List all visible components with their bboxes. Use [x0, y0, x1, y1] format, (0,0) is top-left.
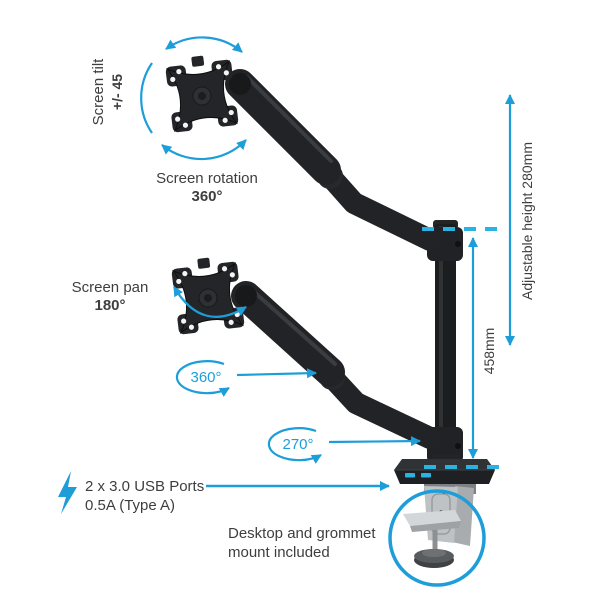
rotation-arc-icon — [140, 36, 247, 161]
screen-tilt-label: Screen tilt +/- 45 — [90, 42, 126, 142]
usb-ports-label: 2 x 3.0 USB Ports 0.5A (Type A) — [85, 477, 204, 515]
monitor-arm-pole — [433, 220, 458, 470]
usb-port-icon — [421, 473, 431, 478]
pole-swivel-270-label: 270° — [282, 436, 314, 453]
screen-pan-value: 180° — [94, 297, 126, 314]
pointer-line-270 — [328, 436, 421, 447]
mount-line1: Desktop and grommet — [228, 525, 376, 542]
c-clamp — [403, 484, 476, 568]
usb-ports-line1: 2 x 3.0 USB Ports — [85, 478, 205, 495]
rotation-oval-360-icon — [175, 360, 230, 397]
adjustable-height-label: Adjustable height 280mm — [519, 142, 535, 300]
desk-base — [394, 455, 495, 484]
rotation-oval-270-icon — [267, 427, 322, 464]
clamp-highlight-circle — [388, 489, 486, 587]
pole-height-458-label: 458mm — [481, 327, 497, 375]
screen-rotation-value: 360° — [191, 188, 223, 205]
screen-tilt-text: Screen tilt — [90, 58, 107, 126]
mount-line2: mount included — [228, 544, 330, 561]
usb-ports-line2: 0.5A (Type A) — [85, 497, 176, 514]
screen-rotation-text: Screen rotation — [156, 170, 258, 187]
screen-pan-text: Screen pan — [71, 279, 149, 296]
lightning-bolt-icon — [58, 471, 77, 514]
screen-pan-label: Screen pan 180° — [30, 279, 190, 315]
pointer-line-360 — [236, 368, 317, 379]
mount-included-label: Desktop and grommet mount included — [228, 524, 376, 562]
usb-port-icon — [405, 473, 415, 478]
arm-swivel-360-label: 360° — [190, 369, 222, 386]
upper-vesa-plate — [165, 55, 239, 133]
screen-rotation-label: Screen rotation 360° — [127, 170, 287, 206]
upper-arm — [225, 69, 463, 261]
screen-tilt-value: +/- 45 — [109, 73, 125, 111]
pan-arrow-icon — [173, 286, 247, 318]
